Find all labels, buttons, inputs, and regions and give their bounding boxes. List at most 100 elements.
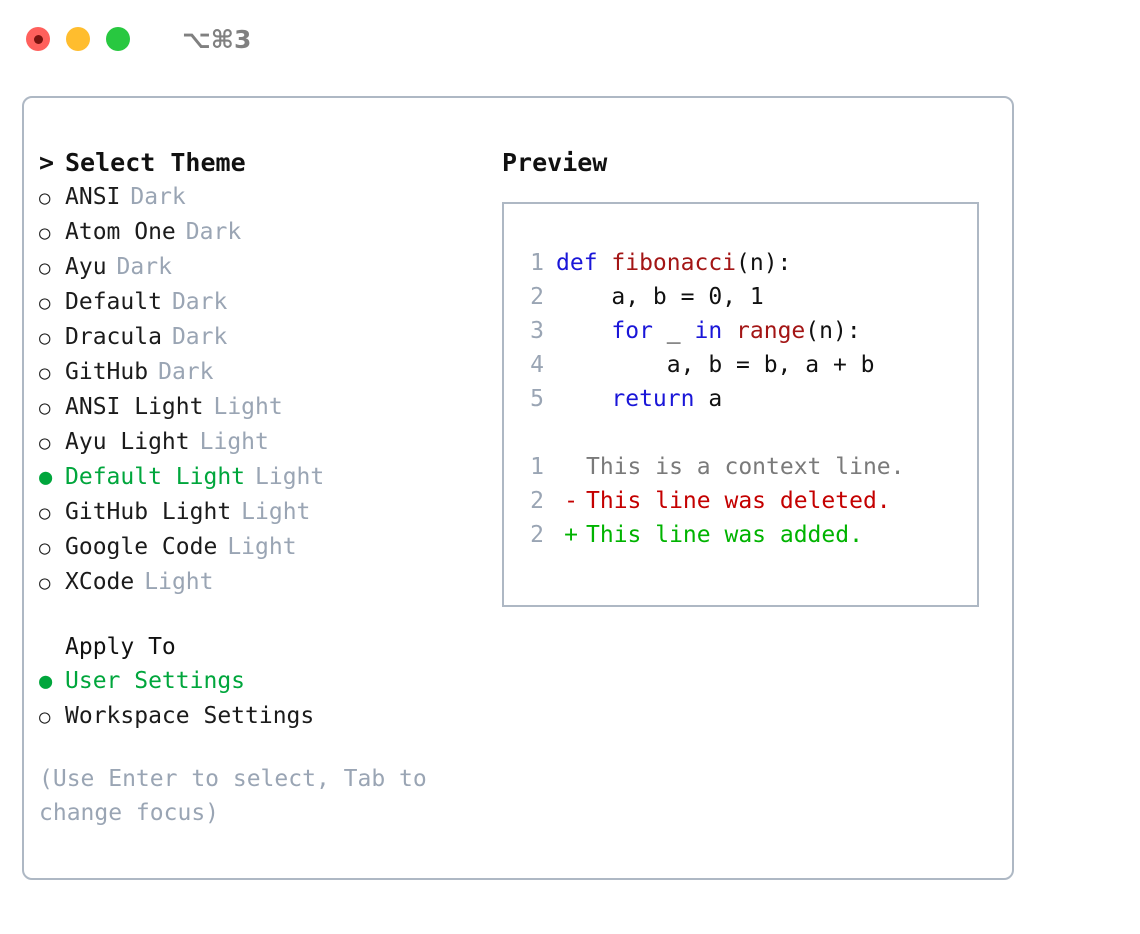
theme-badge: Dark <box>171 289 228 315</box>
theme-option-github[interactable]: ○ GitHub Dark <box>39 355 499 390</box>
keyboard-shortcut-label: ⌥⌘3 <box>182 24 252 54</box>
theme-badge: Dark <box>158 359 214 385</box>
radio-unselected-icon: ○ <box>39 187 51 209</box>
apply-option-user-settings[interactable]: ● User Settings <box>39 664 499 699</box>
code-content: def fibonacci(n): <box>556 246 791 280</box>
apply-option-label: User Settings <box>65 668 246 694</box>
theme-label: Ayu <box>65 254 107 280</box>
theme-option-dracula[interactable]: ○ Dracula Dark <box>39 320 499 355</box>
theme-label: XCode <box>65 569 135 595</box>
theme-badge: Light <box>213 394 283 420</box>
diff-row-context: 1 This is a context line. <box>504 450 977 484</box>
theme-label: Atom One <box>65 219 176 245</box>
code-token-plain: (n): <box>805 318 861 344</box>
theme-badge: Light <box>241 499 311 525</box>
theme-label: Ayu Light <box>65 429 190 455</box>
theme-option-ayu[interactable]: ○ Ayu Dark <box>39 250 499 285</box>
spacer <box>504 416 977 450</box>
theme-badge: Dark <box>185 219 242 245</box>
theme-option-ansi-light[interactable]: ○ ANSI Light Light <box>39 390 499 425</box>
theme-badge: Dark <box>116 254 172 280</box>
line-number: 2 <box>530 284 544 310</box>
theme-label: GitHub Light <box>65 499 232 525</box>
radio-unselected-icon: ○ <box>39 362 51 384</box>
theme-option-google-code[interactable]: ○ Google Code Light <box>39 530 499 565</box>
code-content: for _ in range(n): <box>556 314 861 348</box>
line-number: 2 <box>530 488 544 514</box>
code-content: a, b = 0, 1 <box>556 280 764 314</box>
code-token-plain <box>722 318 736 344</box>
minimize-button-icon[interactable] <box>66 27 90 51</box>
theme-label: ANSI <box>65 184 121 210</box>
code-token-keyword: return <box>611 386 695 412</box>
radio-unselected-icon: ○ <box>39 327 51 349</box>
line-number: 2 <box>530 522 544 548</box>
code-content: return a <box>556 382 722 416</box>
apply-option-workspace-settings[interactable]: ○ Workspace Settings <box>39 699 499 734</box>
preview-column: Preview 1 def fibonacci(n): 2 a, b = 0, … <box>502 146 1002 607</box>
radio-unselected-icon: ○ <box>39 572 51 594</box>
line-number: 1 <box>530 454 544 480</box>
theme-selection-column: > Select Theme ○ ANSI Dark ○ Atom One Da… <box>39 146 499 830</box>
radio-unselected-icon: ○ <box>39 257 51 279</box>
radio-unselected-icon: ○ <box>39 502 51 524</box>
keyboard-hint-text: (Use Enter to select, Tab to change focu… <box>39 766 427 826</box>
theme-badge: Dark <box>171 324 228 350</box>
code-row: 1 def fibonacci(n): <box>504 246 977 280</box>
theme-option-default-light[interactable]: ● Default Light Light <box>39 460 499 495</box>
radio-unselected-icon: ○ <box>39 432 51 454</box>
radio-selected-icon: ● <box>39 669 53 694</box>
diff-text: This line was deleted. <box>586 488 891 514</box>
code-row: 4 a, b = b, a + b <box>504 348 977 382</box>
theme-option-atom-one[interactable]: ○ Atom One Dark <box>39 215 499 250</box>
theme-option-ayu-light[interactable]: ○ Ayu Light Light <box>39 425 499 460</box>
diff-text: This is a context line. <box>586 454 905 480</box>
code-token-plain: (n): <box>736 250 792 276</box>
code-token-plain <box>556 386 611 412</box>
theme-label: GitHub <box>65 359 149 385</box>
diff-text: This line was added. <box>586 522 863 548</box>
theme-badge: Light <box>199 429 269 455</box>
theme-option-xcode[interactable]: ○ XCode Light <box>39 565 499 600</box>
code-token-function: range <box>736 318 806 344</box>
theme-label: Dracula <box>65 324 162 350</box>
code-token-plain: a, b = 0, 1 <box>556 284 764 310</box>
title-bar: ⌥⌘3 <box>0 0 1140 78</box>
radio-unselected-icon: ○ <box>39 292 51 314</box>
diff-marker <box>556 450 586 484</box>
theme-label: Google Code <box>65 534 218 560</box>
code-sample: 1 def fibonacci(n): 2 a, b = 0, 1 3 for … <box>504 246 977 416</box>
theme-list: ○ ANSI Dark ○ Atom One Dark ○ Ayu Dark <box>39 180 499 600</box>
line-number: 4 <box>530 352 544 378</box>
theme-option-github-light[interactable]: ○ GitHub Light Light <box>39 495 499 530</box>
code-row: 3 for _ in range(n): <box>504 314 977 348</box>
diff-sample: 1 This is a context line. 2 - This line … <box>504 450 977 552</box>
window-controls <box>26 27 130 51</box>
caret-icon: > <box>39 148 55 177</box>
theme-label: Default Light <box>65 464 246 490</box>
line-number: 3 <box>530 318 544 344</box>
radio-unselected-icon: ○ <box>39 222 51 244</box>
preview-box: 1 def fibonacci(n): 2 a, b = 0, 1 3 for … <box>502 202 979 607</box>
theme-option-ansi[interactable]: ○ ANSI Dark <box>39 180 499 215</box>
code-content: a, b = b, a + b <box>556 348 875 382</box>
theme-option-default[interactable]: ○ Default Dark <box>39 285 499 320</box>
code-token-function: fibonacci <box>611 250 737 276</box>
code-token-plain: a <box>694 386 723 412</box>
theme-badge: Light <box>144 569 214 595</box>
diff-row-added: 2 + This line was added. <box>504 518 977 552</box>
radio-unselected-icon: ○ <box>39 397 51 419</box>
theme-badge: Light <box>255 464 325 490</box>
diff-row-deleted: 2 - This line was deleted. <box>504 484 977 518</box>
line-number: 1 <box>530 250 544 276</box>
code-token-plain <box>556 318 611 344</box>
diff-marker: - <box>564 488 578 514</box>
theme-badge: Dark <box>130 184 186 210</box>
select-theme-title: Select Theme <box>65 148 246 177</box>
theme-label: ANSI Light <box>65 394 204 420</box>
close-button-icon[interactable] <box>26 27 50 51</box>
radio-unselected-icon: ○ <box>39 537 51 559</box>
theme-label: Default <box>65 289 162 315</box>
maximize-button-icon[interactable] <box>106 27 130 51</box>
